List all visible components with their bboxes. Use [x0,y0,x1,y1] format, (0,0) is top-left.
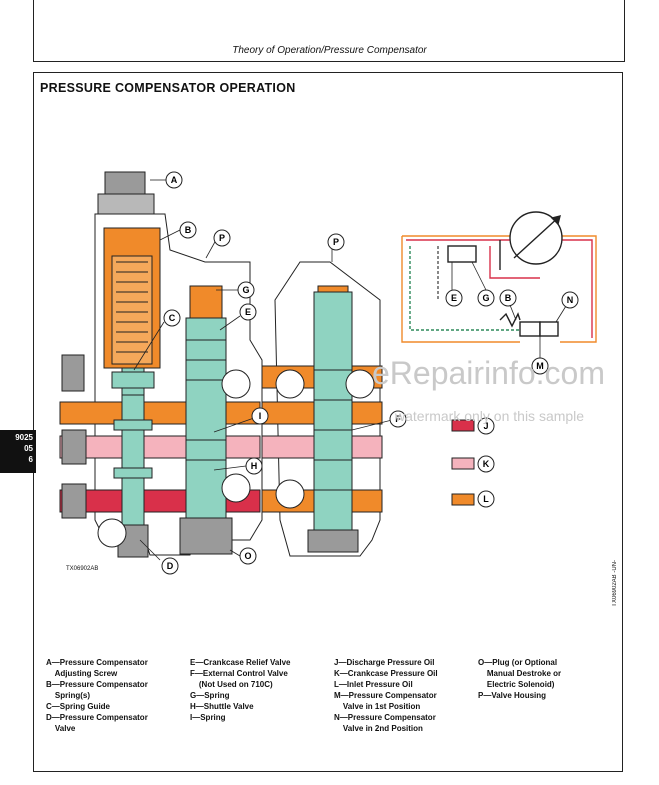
header-right-rule [624,0,625,62]
legend-column-1: A—Pressure Compensator Adjusting Screw B… [46,657,148,734]
callout-j: J [483,421,488,431]
callout-b: B [185,225,192,235]
middle-valve-assembly [261,261,383,557]
callout-k: K [483,459,490,469]
section-title: PRESSURE COMPENSATOR OPERATION [40,81,296,95]
header-bottom-rule [33,61,625,62]
key-swatch-l [451,493,475,506]
legend-line: I—Spring [190,713,226,722]
legend-line: E—Crankcase Relief Valve [190,658,291,667]
callout-leaders [133,179,567,561]
legend-line: O—Plug (or Optional [478,658,558,667]
content-frame [33,72,623,772]
legend-line: Valve in 1st Position [334,702,421,711]
side-tab-line1: 9025 [15,433,33,442]
legend-line: Spring(s) [46,691,90,700]
legend-line: B—Pressure Compensator [46,680,148,689]
callout-h: H [251,461,258,471]
callout-m: M [536,361,544,371]
legend-line: D—Pressure Compensator [46,713,148,722]
left-valve-assembly [59,171,263,558]
callout-g-schematic: G [482,293,489,303]
side-tab-line3: 6 [28,455,33,464]
legend-column-4: O—Plug (or Optional Manual Destroke or E… [478,657,561,701]
legend-line: G—Spring [190,691,230,700]
side-tab: 9025 05 6 [0,430,36,473]
side-tab-line2: 05 [24,444,33,453]
callout-i: I [259,411,262,421]
legend-line: Valve [46,724,76,733]
legend-line: A—Pressure Compensator [46,658,148,667]
legend-line: M—Pressure Compensator [334,691,437,700]
legend-line: L—Inlet Pressure Oil [334,680,413,689]
header-left-rule [33,0,34,62]
callout-g: G [242,285,249,295]
legend-line: K—Crankcase Pressure Oil [334,669,438,678]
legend-line: C—Spring Guide [46,702,110,711]
callout-f: F [395,414,401,424]
legend-line: (Not Used on 710C) [190,680,273,689]
callout-c: C [169,313,176,323]
callout-n: N [567,295,574,305]
callout-p-left: P [219,233,225,243]
key-swatch-j [451,419,475,432]
page-header-title: Theory of Operation/Pressure Compensator [232,45,427,56]
callout-d: D [167,561,174,571]
legend-line: Electric Solenoid) [478,680,555,689]
callout-a: A [171,175,178,185]
legend-line: H—Shuttle Valve [190,702,254,711]
watermark: eRepairinfo.com [372,355,605,391]
figure-code: TX06902AB [66,566,99,572]
legend-line: Adjusting Screw [46,669,118,678]
legend-line: P—Valve Housing [478,691,547,700]
legend-line: Manual Destroke or [478,669,562,678]
callout-p-middle: P [333,237,339,247]
legend-column-3: J—Discharge Pressure Oil K—Crankcase Pre… [334,657,438,734]
callout-e-schematic: E [451,293,457,303]
callout-e: E [245,307,251,317]
callout-o: O [244,551,251,561]
watermark-note: watermark only on this sample [395,408,585,424]
legend-column-2: E—Crankcase Relief Valve F—External Cont… [190,657,291,723]
callout-l: L [483,494,489,504]
hydraulic-schematic [401,211,597,343]
vertical-figure-code: TX06902AB -UN- [612,560,618,607]
legend-line: N—Pressure Compensator [334,713,436,722]
key-swatch-k [451,457,475,470]
callout-b-schematic: B [505,293,512,303]
legend-line: F—External Control Valve [190,669,288,678]
legend-line: Valve in 2nd Position [334,724,423,733]
legend-line: J—Discharge Pressure Oil [334,658,435,667]
